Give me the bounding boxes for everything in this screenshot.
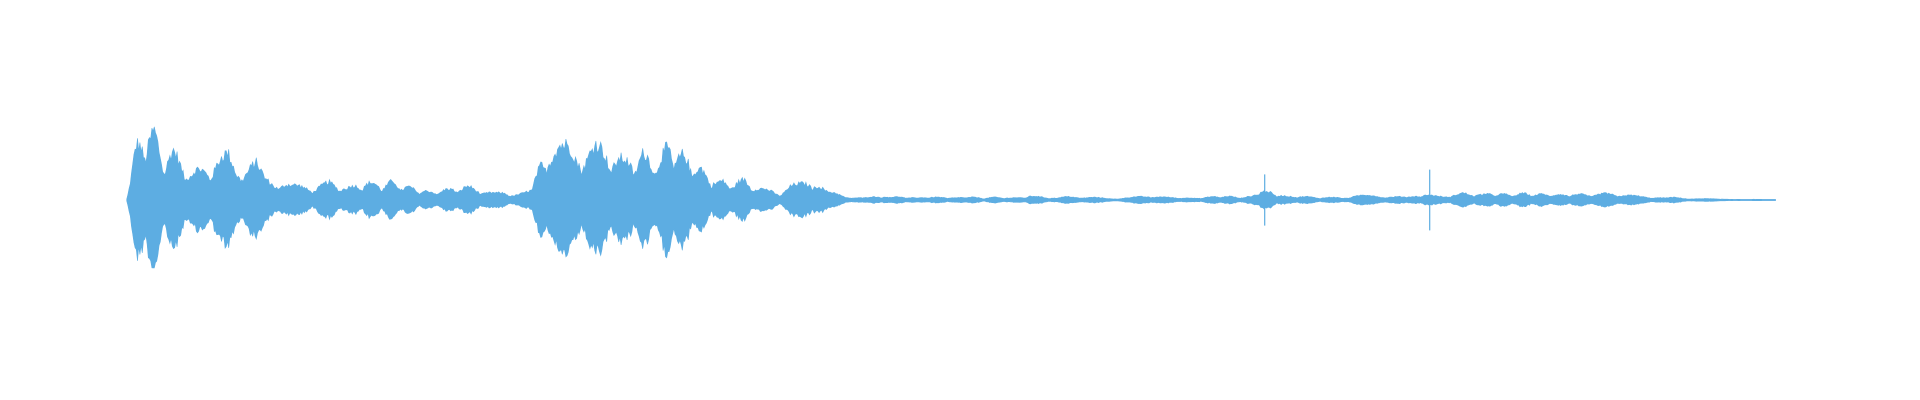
waveform-spikes [1264,169,1431,231]
waveform-signal [126,126,1776,269]
waveform-body [126,126,1776,269]
